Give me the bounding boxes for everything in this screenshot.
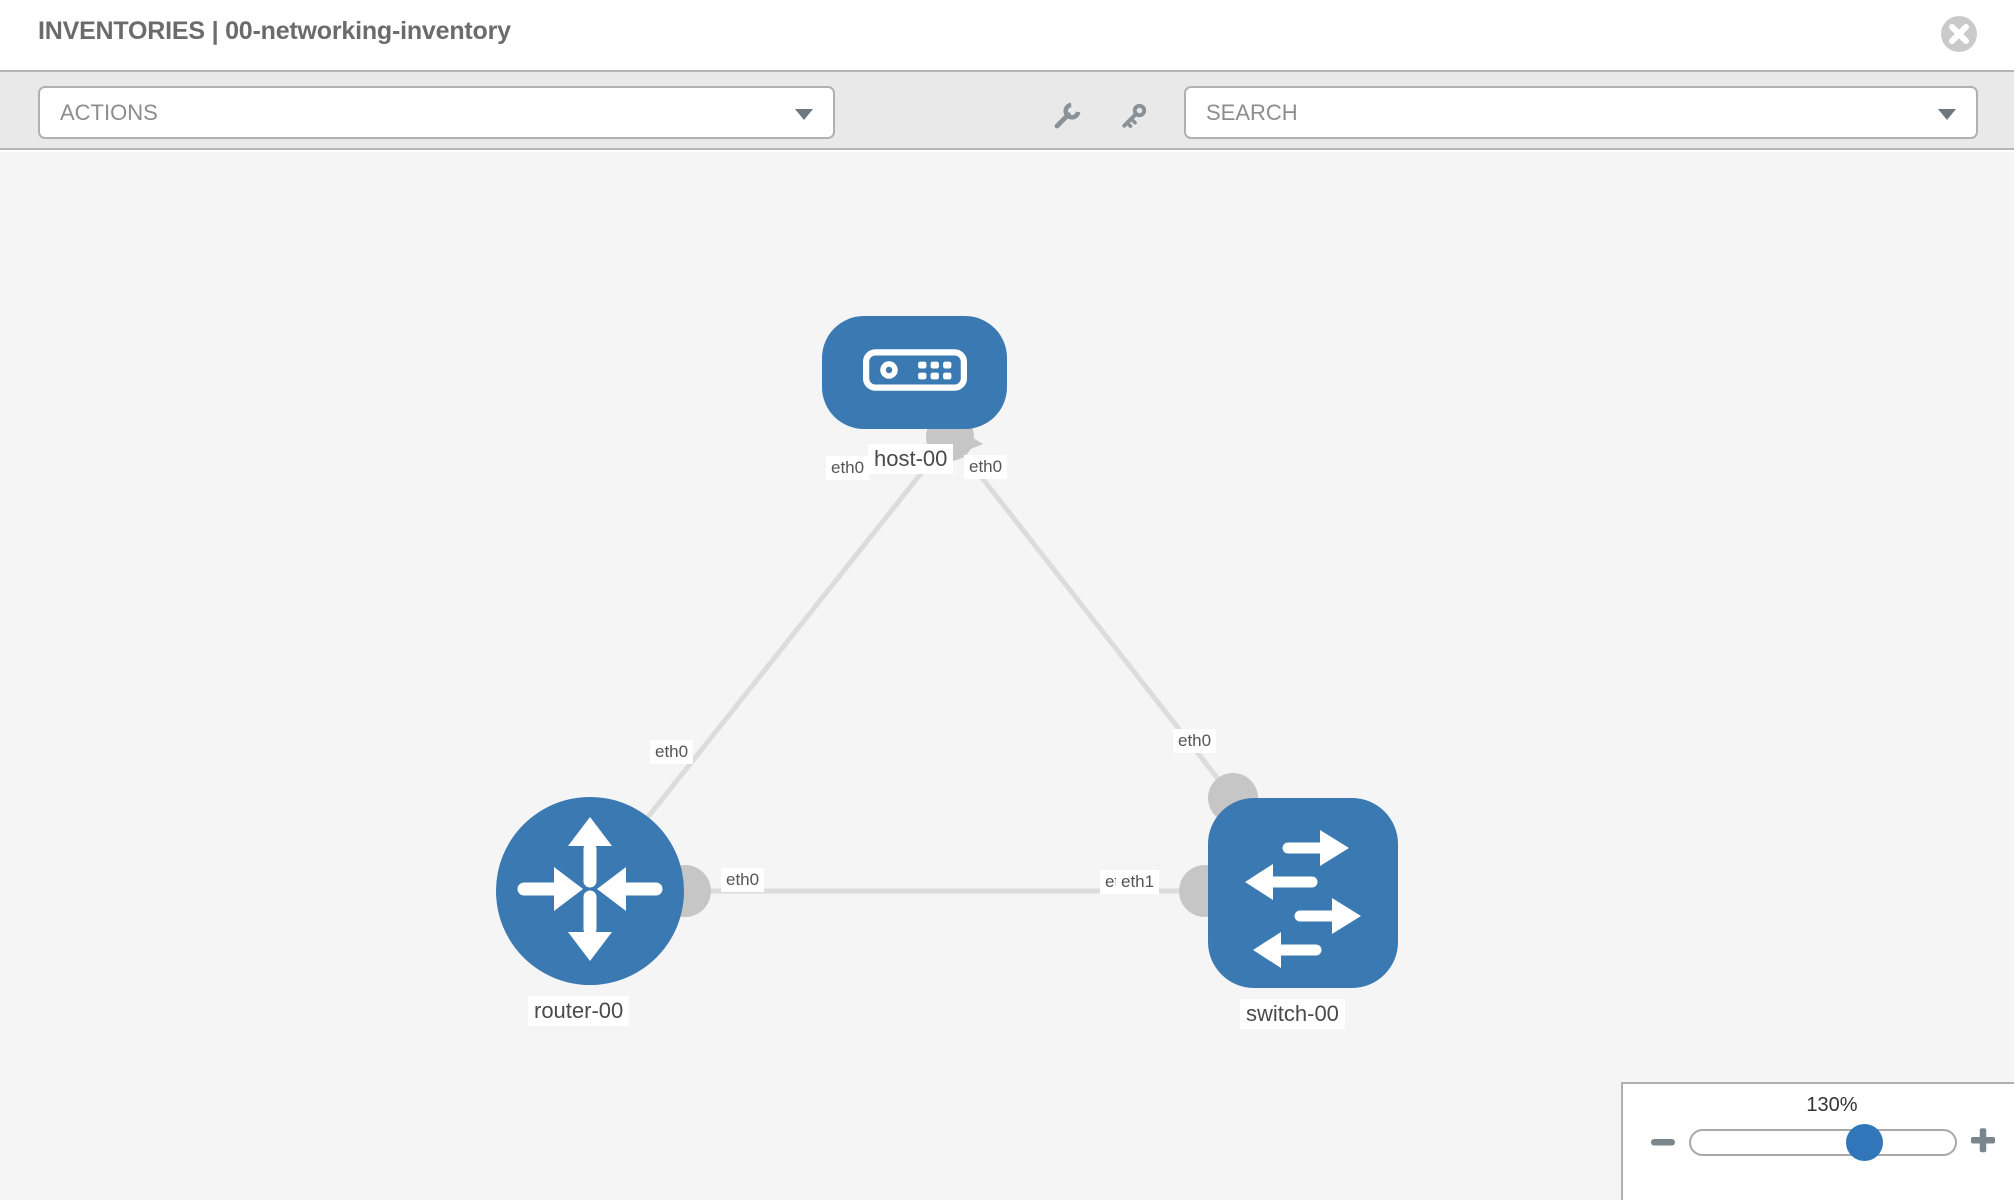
topology-canvas[interactable]: host-00 router-00 switch-00 eth0 eth0 et… (0, 152, 2014, 1200)
wrench-icon (1049, 102, 1083, 137)
credentials-button[interactable] (1116, 100, 1150, 134)
zoom-out-button[interactable] (1649, 1130, 1677, 1154)
node-label-host-00: host-00 (868, 444, 954, 474)
minus-icon (1650, 1139, 1676, 1157)
host-device-icon (862, 348, 967, 397)
router-arrows-icon (496, 795, 684, 988)
zoom-slider-thumb[interactable] (1846, 1124, 1883, 1161)
node-switch-00[interactable] (1208, 798, 1398, 988)
actions-dropdown[interactable]: ACTIONS (38, 86, 835, 139)
interface-label-switch-eth0: eth0 (1173, 729, 1217, 753)
header-bar: INVENTORIES | 00-networking-inventory (0, 0, 2014, 70)
link-host-router[interactable] (646, 435, 952, 819)
key-icon (1116, 103, 1150, 137)
node-host-00[interactable] (822, 316, 1007, 429)
search-dropdown-placeholder: SEARCH (1206, 99, 1298, 125)
actions-dropdown-label: ACTIONS (60, 99, 158, 125)
chevron-down-icon (795, 108, 813, 120)
zoom-in-button[interactable] (1969, 1126, 1997, 1154)
interface-label-router-eth0-mid: eth0 (721, 868, 765, 892)
interface-label-router-eth0: eth0 (650, 740, 694, 764)
interface-label-host-eth0-left: eth0 (826, 456, 870, 480)
zoom-level-value: 130% (1806, 1094, 1858, 1116)
toolbar: ACTIONS (0, 70, 2014, 150)
zoom-slider-track[interactable] (1689, 1124, 1957, 1161)
node-router-00[interactable] (496, 797, 684, 985)
close-icon (1940, 16, 1978, 56)
node-label-switch-00: switch-00 (1240, 999, 1345, 1029)
plus-icon (1969, 1128, 1997, 1157)
topology-links-layer (646, 413, 1258, 917)
interface-label-switch-eth1: eth1 (1116, 870, 1160, 894)
node-label-router-00: router-00 (528, 996, 630, 1026)
search-dropdown[interactable]: SEARCH (1184, 86, 1978, 139)
configure-button[interactable] (1049, 100, 1083, 134)
close-button[interactable] (1940, 15, 1978, 53)
switch-arrows-icon (1208, 796, 1398, 991)
page-title: INVENTORIES | 00-networking-inventory (38, 17, 511, 45)
port-host-tail (953, 426, 983, 455)
zoom-control-panel: 130% (1621, 1082, 2014, 1200)
chevron-down-icon (1938, 108, 1956, 120)
interface-label-host-eth0-right: eth0 (964, 455, 1008, 479)
